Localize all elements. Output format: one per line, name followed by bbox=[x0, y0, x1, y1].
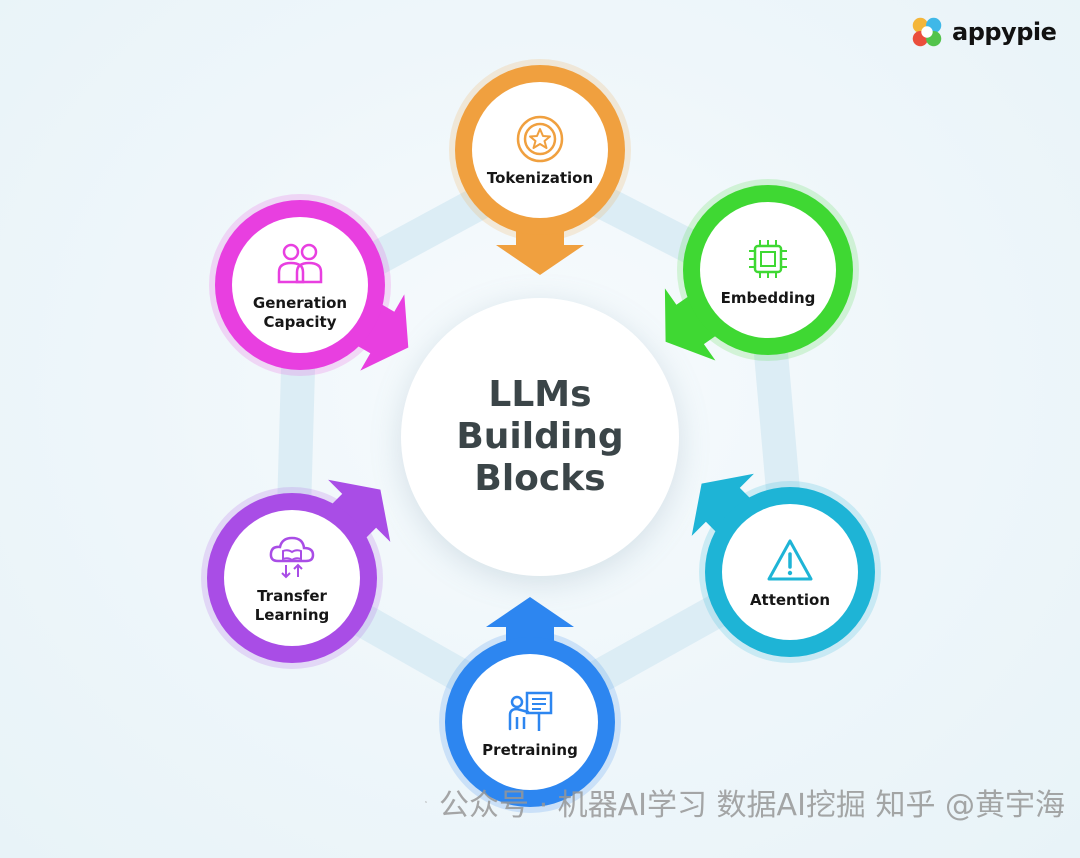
attention-node: Attention bbox=[722, 504, 858, 640]
generation-capacity-label: Generation Capacity bbox=[252, 294, 348, 331]
star-coin-icon bbox=[516, 115, 564, 162]
center-title: LLMs Building Blocks bbox=[456, 374, 624, 499]
watermark: 公众号 · 机器AI学习 数据AI挖掘 知乎 @黄宇海 bbox=[425, 772, 1065, 832]
appypie-logo: appypie bbox=[908, 12, 1068, 52]
embedding-label: Embedding bbox=[720, 288, 816, 307]
presenter-icon bbox=[508, 691, 553, 731]
appypie-logo-icon bbox=[912, 17, 942, 47]
wechat-icon bbox=[425, 801, 427, 803]
tokenization-label: Tokenization bbox=[486, 168, 594, 187]
embedding-node: Embedding bbox=[700, 202, 836, 338]
pretraining-label: Pretraining bbox=[482, 740, 578, 759]
chip-icon bbox=[749, 239, 787, 278]
center-circle: LLMs Building Blocks bbox=[401, 298, 679, 576]
warning-icon bbox=[767, 539, 813, 580]
tokenization-node: Tokenization bbox=[472, 82, 608, 218]
transfer-learning-node: Transfer Learning bbox=[224, 510, 360, 646]
transfer-learning-label: Transfer Learning bbox=[254, 587, 330, 624]
pretraining-node: Pretraining bbox=[462, 654, 598, 790]
brand-name: appypie bbox=[952, 18, 1057, 46]
generation-capacity-node: Generation Capacity bbox=[232, 217, 368, 353]
users-icon bbox=[277, 243, 323, 284]
attention-label: Attention bbox=[749, 590, 831, 609]
cloud-book-icon bbox=[269, 536, 315, 579]
watermark-text: 公众号 · 机器AI学习 数据AI挖掘 知乎 @黄宇海 bbox=[439, 788, 1065, 823]
